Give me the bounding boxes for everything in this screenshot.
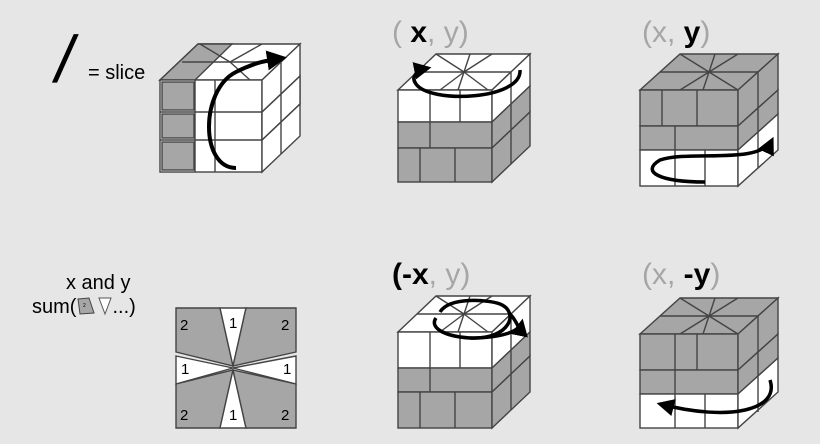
notes-line1: x and y	[66, 272, 131, 294]
neg-x-turn-arrowhead	[469, 318, 528, 340]
count-left: 1	[181, 361, 189, 378]
caption-y-open: (x,	[642, 16, 676, 49]
caption-y-close: )	[700, 16, 711, 49]
slice-arrow	[207, 50, 287, 170]
count-right: 1	[283, 361, 291, 378]
notes-sum-start: sum(	[32, 296, 77, 318]
top-layer-layout	[175, 307, 297, 429]
corner-piece-top-right	[232, 307, 297, 367]
kite-icon-digit: 2	[83, 303, 86, 309]
caption-neg-y-bold: -y	[683, 258, 711, 291]
count-bottom-right: 2	[281, 407, 289, 424]
caption-x-sep: ,	[427, 16, 436, 49]
cube-neg-y	[638, 296, 780, 430]
caption-y-bold: y	[683, 16, 701, 49]
neg-y-turn-arrow	[656, 379, 773, 416]
caption-neg-x-bold: (-x	[392, 258, 429, 291]
caption-neg-y-open: (x,	[642, 258, 676, 291]
edge-piece-left	[175, 355, 234, 385]
kite-piece-icon: 2	[77, 297, 96, 315]
caption-neg-y-close: )	[710, 258, 721, 291]
count-top: 1	[229, 315, 237, 332]
y-turn-arrow	[650, 136, 774, 184]
cube-y	[638, 52, 780, 188]
caption-neg-x-move: (-x, y)	[392, 258, 470, 292]
caption-neg-x-sep: ,	[428, 258, 438, 291]
caption-x-bold: x	[410, 16, 428, 49]
caption-x-other: y	[443, 16, 459, 49]
cube-slice	[158, 42, 302, 174]
notes-sum-end: ...)	[112, 296, 136, 318]
caption-x-open: (	[392, 16, 402, 49]
corner-piece-bottom-right	[232, 369, 297, 429]
count-bottom-left: 2	[180, 407, 188, 424]
notes-line2: sum( 2 ...)	[32, 296, 136, 319]
count-bottom: 1	[229, 407, 237, 424]
count-top-left: 2	[180, 317, 188, 334]
count-top-right: 2	[281, 317, 289, 334]
caption-x-move: ( x, y)	[392, 16, 469, 50]
caption-x-close: )	[458, 16, 469, 49]
wedge-piece-icon	[98, 297, 113, 316]
caption-neg-y-move: (x, -y)	[642, 258, 720, 292]
x-turn-arrow	[412, 62, 522, 99]
caption-y-move: (x, y)	[642, 16, 710, 50]
edge-piece-right	[232, 355, 297, 385]
caption-neg-x-other: y)	[445, 258, 471, 291]
slice-label: = slice	[88, 62, 146, 84]
